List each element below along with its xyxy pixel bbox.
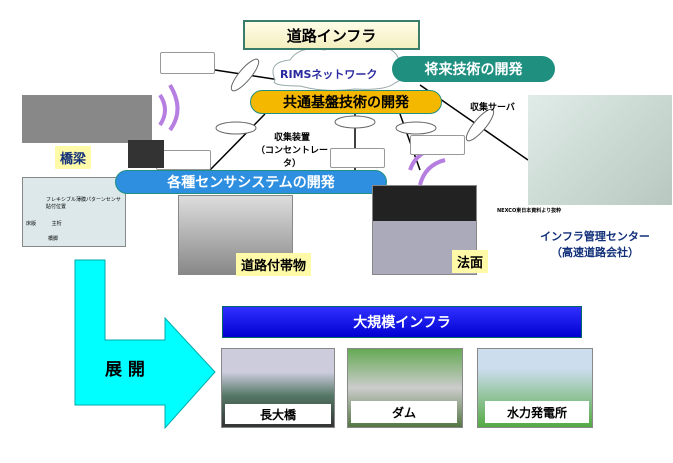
sensor-note: フレキシブル薄膜パターンセンサ貼付位置 xyxy=(46,197,121,210)
server-label: 収集サーバ xyxy=(470,103,515,113)
long-bridge-image: 長大橋 xyxy=(221,348,335,428)
bridge-image xyxy=(22,95,152,143)
concentrator-line1: 収集装置 xyxy=(273,133,310,143)
common-tech-pill: 共通基盤技術の開発 xyxy=(250,90,442,114)
dam-image: ダム xyxy=(347,348,463,428)
sensor-system-pill: 各種センサシステムの開発 xyxy=(115,170,387,194)
pier-label: 橋脚 xyxy=(48,236,59,242)
expand-arrow xyxy=(74,259,216,430)
concentrator-line2: （コンセントレータ） xyxy=(255,146,328,169)
sensor-node-device xyxy=(160,52,215,74)
future-tech-pill: 将来技術の開発 xyxy=(392,56,555,82)
sensor-node-device xyxy=(410,135,465,155)
road-infra-title: 道路インフラ xyxy=(243,20,420,50)
nexco-credit: NEXCO東日本資料より抜粋 xyxy=(497,208,562,214)
girder-label: 主桁 xyxy=(51,221,62,227)
sensor-node-device xyxy=(156,150,211,170)
hydro-plant-caption: 水力発電所 xyxy=(485,401,589,423)
dam-caption: ダム xyxy=(351,401,457,423)
large-infra-title: 大規模インフラ xyxy=(222,306,582,338)
long-bridge-caption: 長大橋 xyxy=(225,404,331,424)
bridge-figure: フレキシブル薄膜パターンセンサ貼付位置 床版 主桁 橋脚 xyxy=(22,177,126,247)
center-line1: インフラ管理センター xyxy=(540,230,650,243)
road-accessory-label: 道路付帯物 xyxy=(236,253,312,276)
center-line2: （高速道路会社） xyxy=(551,246,639,259)
concentrator-label: 収集装置 （コンセントレータ） xyxy=(252,130,332,169)
rims-network-label: RIMSネットワーク xyxy=(280,68,378,81)
concentrator-device xyxy=(330,148,385,168)
management-center-image xyxy=(528,95,672,205)
expand-label: 展 開 xyxy=(105,360,145,380)
slope-label: 法面 xyxy=(452,250,489,273)
deck-label: 床版 xyxy=(26,221,37,227)
management-center-label: インフラ管理センター （高速道路会社） xyxy=(525,228,665,260)
bridge-label: 橋梁 xyxy=(55,146,92,169)
hydro-plant-image: 水力発電所 xyxy=(477,348,593,428)
bridge-detail-image xyxy=(128,140,164,168)
